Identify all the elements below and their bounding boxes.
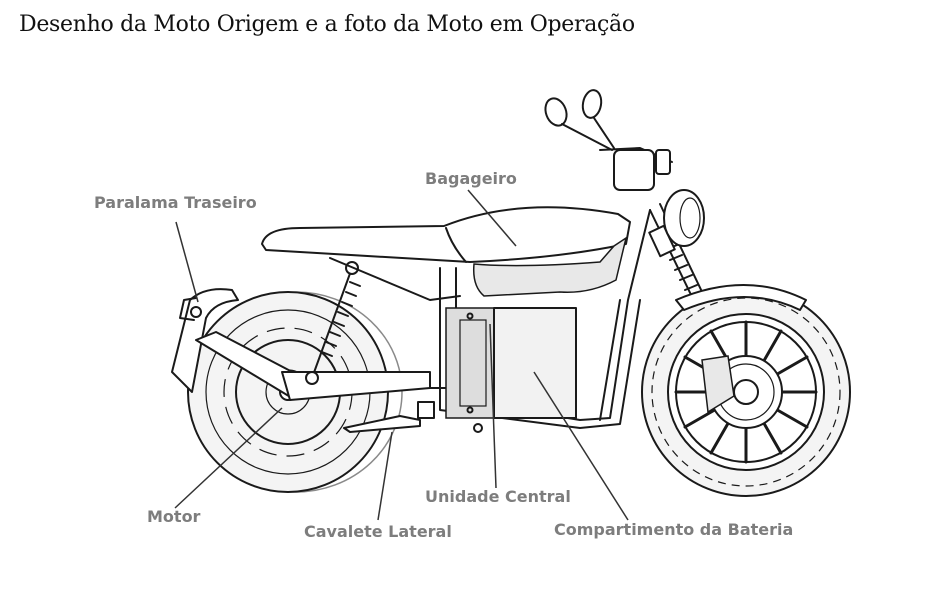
label-central-unit: Unidade Central: [425, 487, 571, 506]
label-battery-compartment: Compartimento da Bateria: [554, 520, 793, 539]
label-rear-fender: Paralama Traseiro: [94, 193, 257, 212]
leader-lines: [174, 189, 629, 521]
front-wheel: [641, 287, 851, 497]
handlebar: [544, 89, 673, 191]
label-luggage-rack: Bagageiro: [425, 169, 517, 188]
seat-luggage-rack: [261, 206, 631, 297]
rear-fender: [171, 288, 239, 393]
battery-compartment: [445, 307, 577, 419]
headlight: [663, 189, 705, 247]
page-title: Desenho da Moto Origem e a foto da Moto …: [19, 12, 635, 37]
motorcycle-drawing-icon: [171, 89, 851, 497]
label-motor: Motor: [147, 507, 201, 526]
label-side-stand: Cavalete Lateral: [304, 522, 452, 541]
side-stand: [343, 401, 483, 433]
front-fender: [675, 284, 807, 311]
rear-shock: [305, 261, 361, 385]
